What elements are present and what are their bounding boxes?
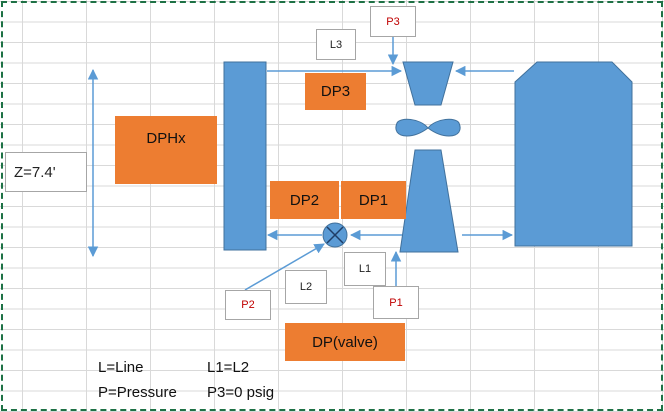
label-l1: L1 [344,252,386,286]
diffuser-shape [399,149,459,253]
block-dp-valve: DP(valve) [285,323,405,361]
throat-shape [395,118,461,137]
block-dphx: DPHx [115,116,217,184]
block-dp1: DP1 [341,181,406,219]
legend-pressure: P=Pressure [98,384,177,401]
heat-exchanger-column [223,61,267,251]
label-l2: L2 [285,270,327,304]
p2-pointer [244,243,325,291]
valve-symbol [322,222,348,248]
label-p1: P1 [373,286,419,319]
label-p3: P3 [370,6,416,37]
block-dp2: DP2 [270,181,339,219]
legend-p3-value: P3=0 psig [207,384,275,401]
storage-tank [514,61,633,247]
legend-equal: L1=L2 [207,359,250,376]
label-l3: L3 [316,29,356,60]
legend-line: L=Line [98,359,144,376]
elevation-label: Z=7.4' [5,152,87,192]
nozzle-shape [402,61,454,106]
block-dp3: DP3 [305,73,366,110]
label-p2: P2 [225,290,271,320]
